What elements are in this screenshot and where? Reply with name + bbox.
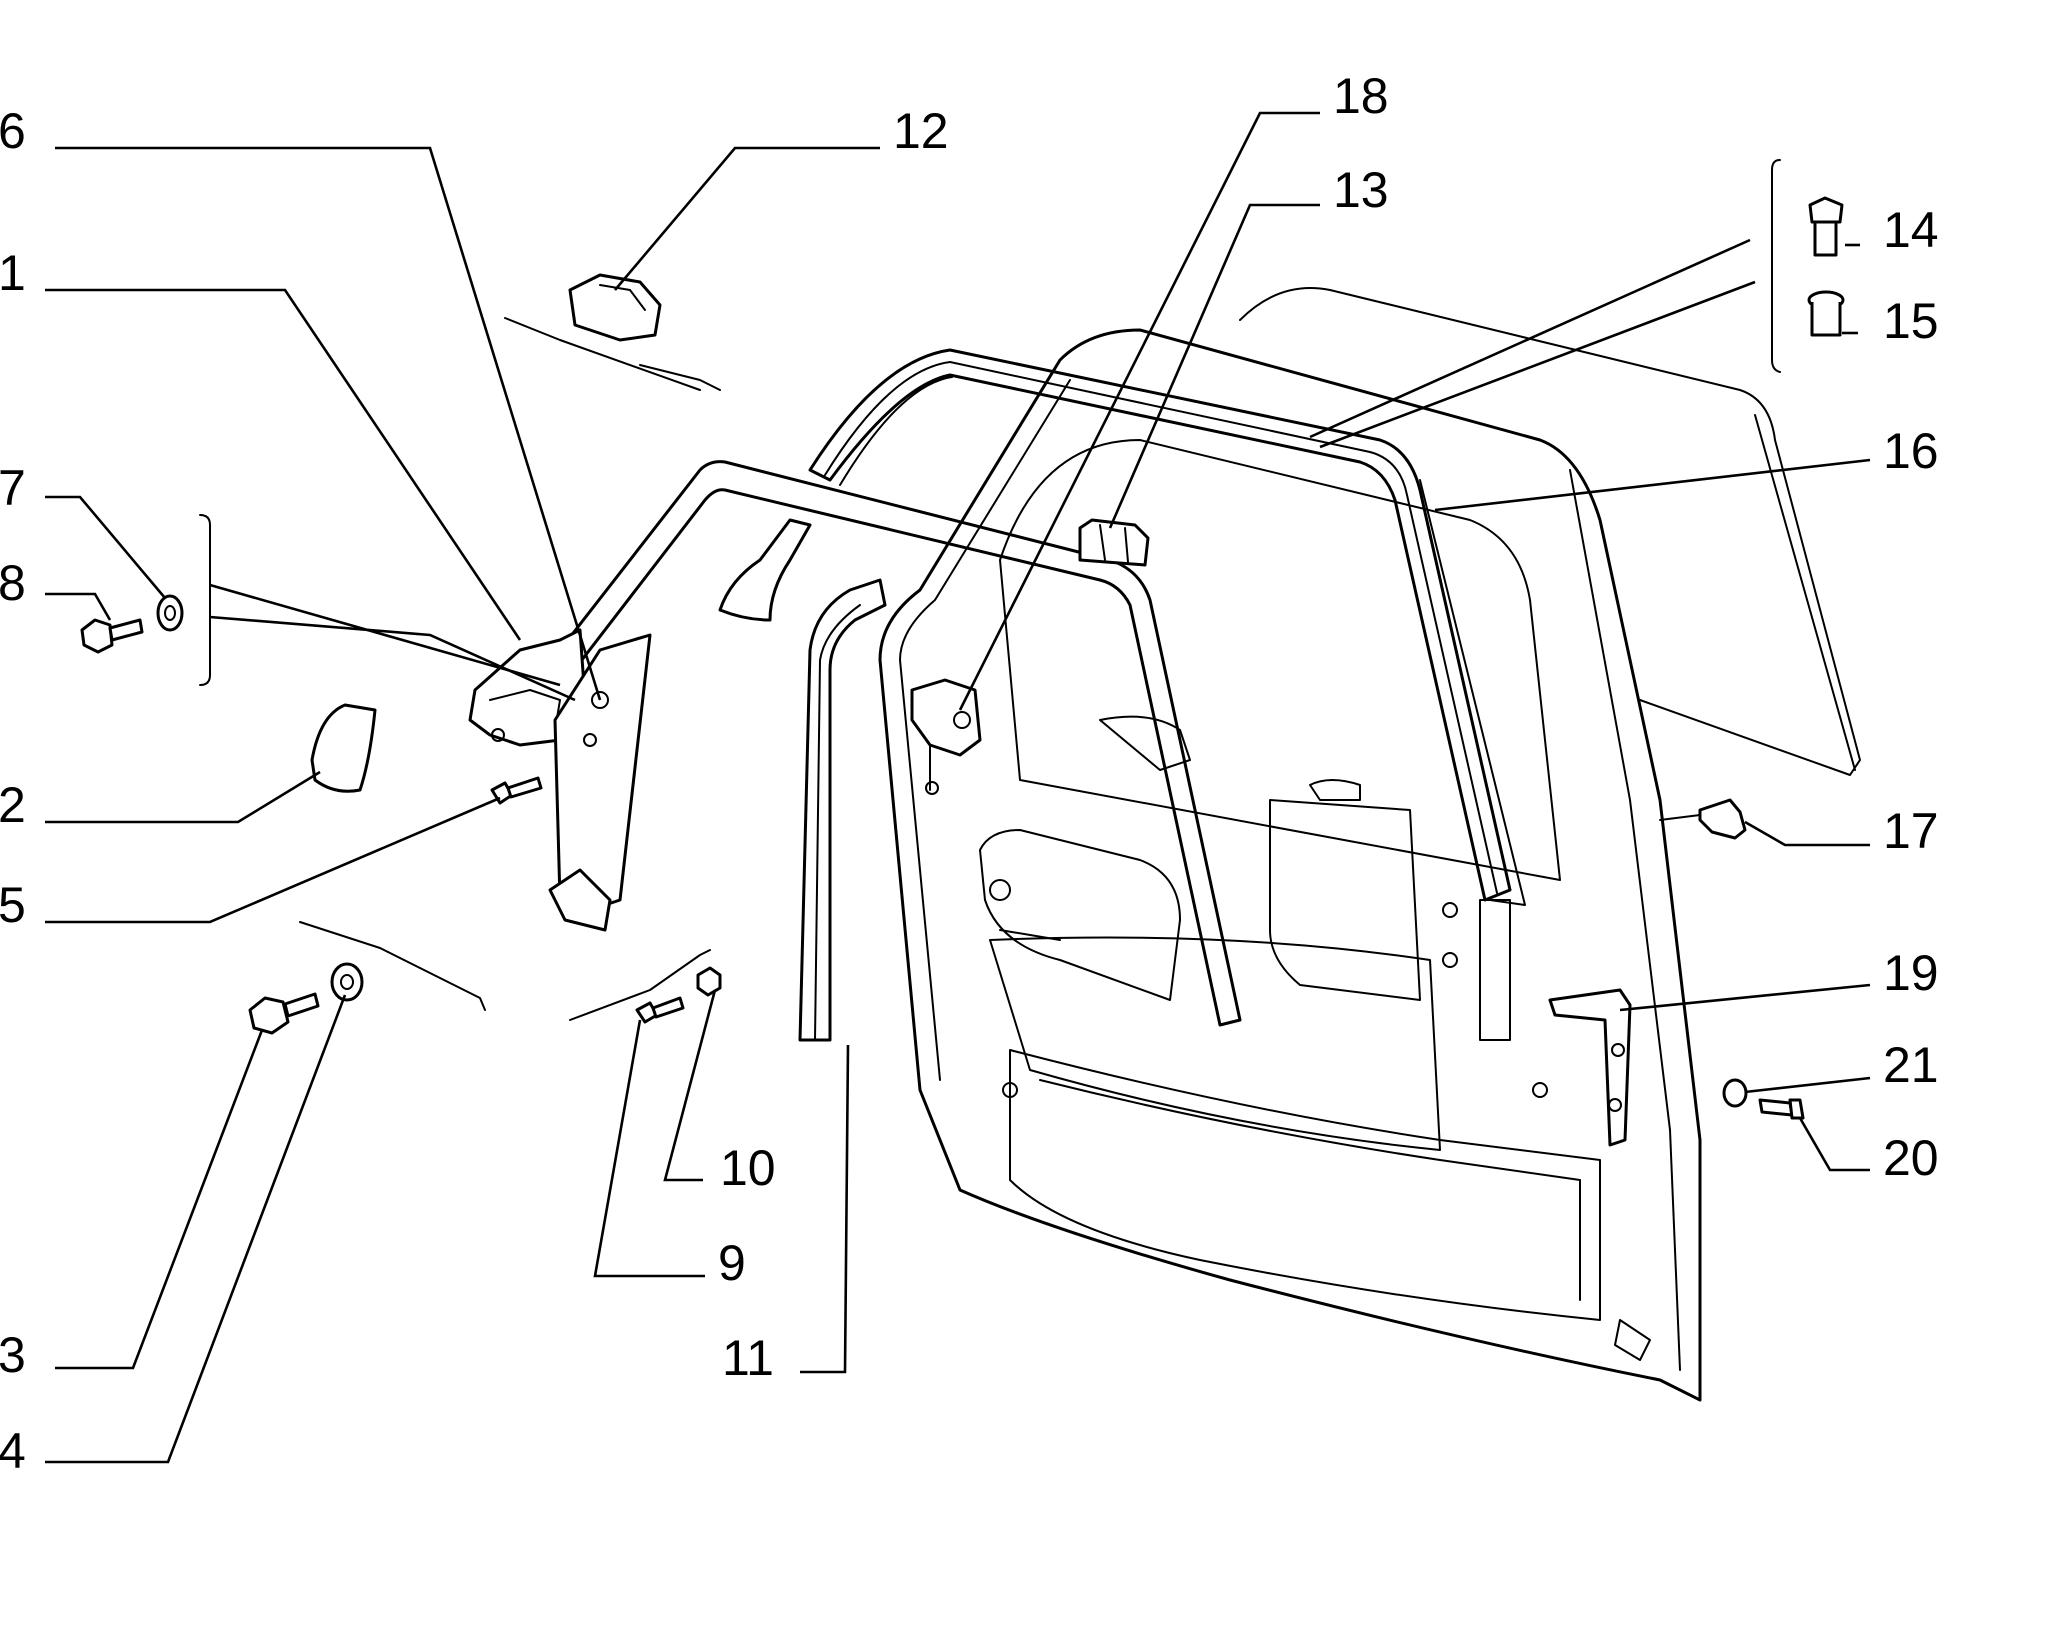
- part-19-bracket: [1548, 988, 1632, 1147]
- callout-3: 3: [0, 1327, 26, 1383]
- callout-13: 13: [1333, 162, 1389, 218]
- callout-15: 15: [1883, 293, 1939, 349]
- part-12-stop: [568, 273, 662, 342]
- callout-12: 12: [893, 103, 949, 159]
- callout-19: 19: [1883, 945, 1939, 1001]
- group-bracket-7-8: [199, 514, 211, 686]
- callout-21: 21: [1883, 1037, 1939, 1093]
- part-2-cap: [310, 703, 377, 793]
- part-13-clip: [1078, 518, 1150, 567]
- door-panel: [878, 287, 1861, 1402]
- callout-9: 9: [718, 1235, 746, 1291]
- hinge-assembly: [468, 628, 652, 932]
- part-8-bolt: [80, 618, 144, 654]
- callout-10: 10: [720, 1140, 776, 1196]
- part-4-washer: [330, 962, 364, 1002]
- callout-8: 8: [0, 555, 26, 611]
- callout-16: 16: [1883, 423, 1939, 479]
- part-9-screw: [635, 996, 685, 1024]
- part-15-bushing: [1807, 290, 1845, 337]
- leader-lines: [45, 111, 1871, 1464]
- dash-marks: [299, 317, 721, 1021]
- callout-2: 2: [0, 777, 26, 833]
- part-10-nut: [696, 966, 722, 997]
- group-bracket-14-15: [1771, 159, 1781, 373]
- callout-labels: 6 1 7 8 2 5 3 4 12 10 9 11 18 13 14 15 1…: [0, 68, 1939, 1479]
- callout-17: 17: [1883, 803, 1939, 859]
- part-3-bolt: [248, 992, 320, 1035]
- part-17-bumper: [1659, 798, 1747, 840]
- callout-11: 11: [722, 1330, 774, 1386]
- seal-channels: [558, 348, 1526, 1042]
- callout-6: 6: [0, 103, 26, 159]
- part-18-striker: [910, 678, 982, 795]
- callout-18: 18: [1333, 68, 1389, 124]
- part-14-bolt: [1808, 196, 1844, 257]
- callout-1: 1: [0, 245, 26, 301]
- callout-5: 5: [0, 877, 26, 933]
- part-20-screw: [1758, 1098, 1805, 1120]
- callout-14: 14: [1883, 202, 1939, 258]
- callout-7: 7: [0, 460, 26, 516]
- part-7-washer: [156, 594, 184, 632]
- callout-4: 4: [0, 1423, 26, 1479]
- callout-20: 20: [1883, 1130, 1939, 1186]
- part-21-washer: [1722, 1078, 1748, 1108]
